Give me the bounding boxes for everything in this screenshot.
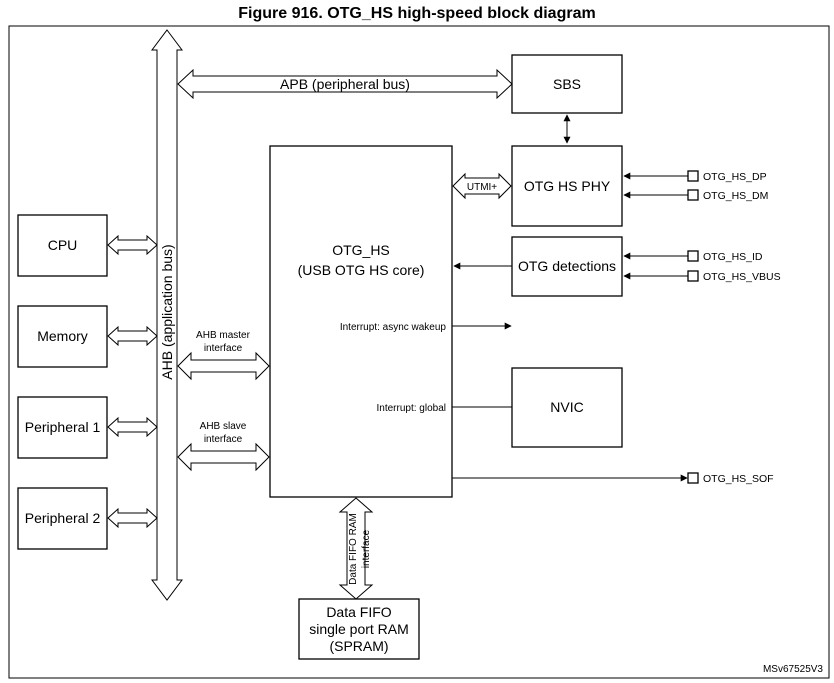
spram-label-3: (SPRAM) [329,638,388,654]
pin-otg-hs-vbus: OTG_HS_VBUS [623,270,781,283]
pin-id-label: OTG_HS_ID [703,251,763,263]
peripheral1-block: Peripheral 1 [17,396,108,459]
nvic-label: NVIC [550,399,583,415]
peripheral2-label: Peripheral 2 [25,510,101,526]
cpu-ahb-connector [107,234,158,256]
ahb-bus-arrow [151,29,183,601]
peripheral2-ahb-connector [107,507,158,529]
peripheral2-block: Peripheral 2 [17,487,108,550]
spram-label-2: single port RAM [309,621,409,637]
ahb-master-interface-arrow [177,351,270,381]
pin-otg-hs-dp: OTG_HS_DP [623,170,767,183]
pin-dp-label: OTG_HS_DP [703,171,767,183]
otg-hs-core-subtitle: (USB OTG HS core) [298,262,425,278]
memory-block: Memory [17,305,108,368]
sbs-label: SBS [553,76,581,92]
ahb-master-label: AHB master [196,330,251,341]
peripheral1-label: Peripheral 1 [25,419,101,435]
interrupt-async-wakeup-label: Interrupt: async wakeup [340,322,447,333]
ahb-slave-label-2: interface [204,434,243,445]
sbs-block: SBS [511,54,623,114]
pin-otg-hs-id: OTG_HS_ID [623,250,763,263]
apb-bus-label: APB (peripheral bus) [280,76,410,92]
diagram-frame [8,25,830,679]
pin-dm-label: OTG_HS_DM [703,190,768,202]
spram-label-1: Data FIFO [326,604,391,620]
ahb-slave-label: AHB slave [200,421,247,432]
nvic-block: NVIC [511,367,623,448]
figure-reference: MSv67525V3 [763,664,823,675]
otg-hs-core-block: OTG_HS (USB OTG HS core) Interrupt: asyn… [269,145,453,498]
fifo-ram-interface-label: Data FIFO RAM [348,513,359,585]
pin-otg-hs-sof: OTG_HS_SOF [452,472,774,485]
pin-otg-hs-dm: OTG_HS_DM [623,189,768,202]
otg-hs-phy-label: OTG HS PHY [524,178,611,194]
otg-detections-block: OTG detections [511,236,623,297]
ahb-bus-label: AHB (application bus) [159,244,175,379]
ahb-slave-interface-arrow [177,442,270,472]
pin-sof-label: OTG_HS_SOF [703,473,774,485]
pin-vbus-label: OTG_HS_VBUS [703,271,781,283]
spram-block: Data FIFO single port RAM (SPRAM) [298,598,420,660]
peripheral1-ahb-connector [107,416,158,438]
otg-hs-phy-block: OTG HS PHY [511,145,623,227]
cpu-block: CPU [17,214,108,277]
utmi-label: UTMI+ [467,182,497,193]
cpu-label: CPU [48,237,78,253]
utmi-interface-arrow [452,172,512,200]
figure-title: Figure 916. OTG_HS high-speed block diag… [238,5,595,22]
otg-hs-core-title: OTG_HS [332,242,390,258]
fifo-ram-interface-label-2: interface [361,529,372,568]
interrupt-global-label: Interrupt: global [377,403,447,414]
memory-ahb-connector [107,325,158,347]
ahb-master-label-2: interface [204,343,243,354]
memory-label: Memory [37,328,88,344]
otg-detections-label: OTG detections [518,258,616,274]
